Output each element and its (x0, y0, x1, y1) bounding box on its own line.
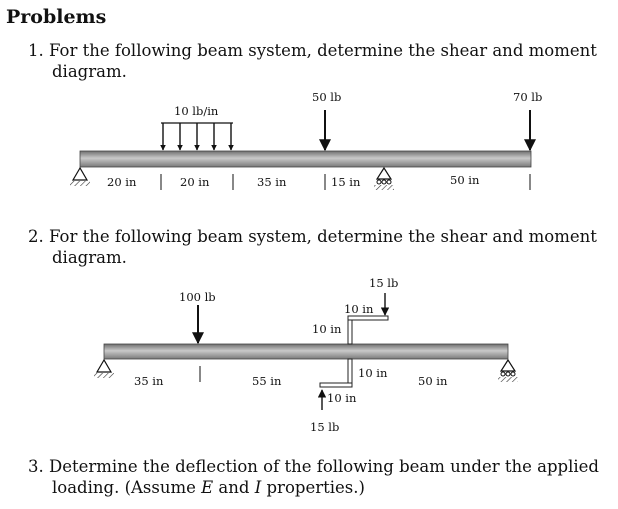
problem-1-line2: diagram. (52, 62, 127, 81)
beam-2-dim-label: 55 in (252, 374, 282, 388)
problem-2-line1: For the following beam system, determine… (49, 227, 597, 246)
problem-2-number: 2. (28, 227, 44, 246)
beam-2-load-100-label: 100 lb (179, 290, 216, 304)
beam-1-diagram: 10 lb/in 50 lb 70 lb 20 in 20 in 35 in 1… (70, 90, 542, 190)
beam-1-dim-label: 35 in (257, 175, 287, 189)
beam-1-load-50-label: 50 lb (312, 90, 341, 104)
beam-2-arm-top-h-label: 10 in (344, 302, 374, 316)
problem-3-number: 3. (28, 457, 44, 476)
beam-1-load-70-label: 70 lb (513, 90, 542, 104)
problem-3-text: 3. Determine the deflection of the follo… (28, 456, 599, 498)
beam-2-arm-bottom-h-label: 10 in (327, 391, 357, 405)
problem-1-text: 1. For the following beam system, determ… (28, 40, 597, 82)
beam-2-bottom-bracket (319, 358, 353, 388)
beam-1-bar (79, 150, 532, 168)
beam-1-dim-label: 50 in (450, 173, 480, 187)
problem-2-line2: diagram. (52, 248, 127, 267)
beam-1-roller-support (374, 166, 394, 190)
problem-3-line1: Determine the deflection of the followin… (49, 457, 599, 476)
beam-2-pin-support (94, 358, 114, 378)
beam-2-arm-bottom-v-label: 10 in (358, 366, 388, 380)
beam-2-load-15-bottom-label: 15 lb (310, 420, 339, 434)
beam-2-dim-label: 35 in (134, 374, 164, 388)
beam-1-dim-label: 20 in (180, 175, 210, 189)
problem-1-number: 1. (28, 41, 44, 60)
beam-1-pin-support (70, 166, 90, 186)
beam-1-dim-label: 15 in (331, 175, 361, 189)
page-heading: Problems (6, 6, 107, 28)
beam-1-distributed-load (160, 122, 234, 151)
beam-2-load-15-top-label: 15 lb (369, 276, 398, 290)
beam-2-diagram: 100 lb 15 lb 10 in 10 in 15 lb 10 in 10 … (94, 276, 518, 434)
beam-2-arm-top-v-label: 10 in (312, 322, 342, 336)
problem-1-line1: For the following beam system, determine… (49, 41, 597, 60)
beam-2-bar (103, 343, 509, 360)
problem-2-text: 2. For the following beam system, determ… (28, 226, 597, 268)
problem-3-line2: loading. (Assume E and I properties.) (52, 478, 365, 497)
beam-2-top-bracket (347, 315, 389, 345)
beam-1-dim-label: 20 in (107, 175, 137, 189)
beam-2-roller-support (498, 358, 518, 382)
beam-1-dist-load-label: 10 lb/in (174, 104, 219, 118)
beam-2-dim-label: 50 in (418, 374, 448, 388)
